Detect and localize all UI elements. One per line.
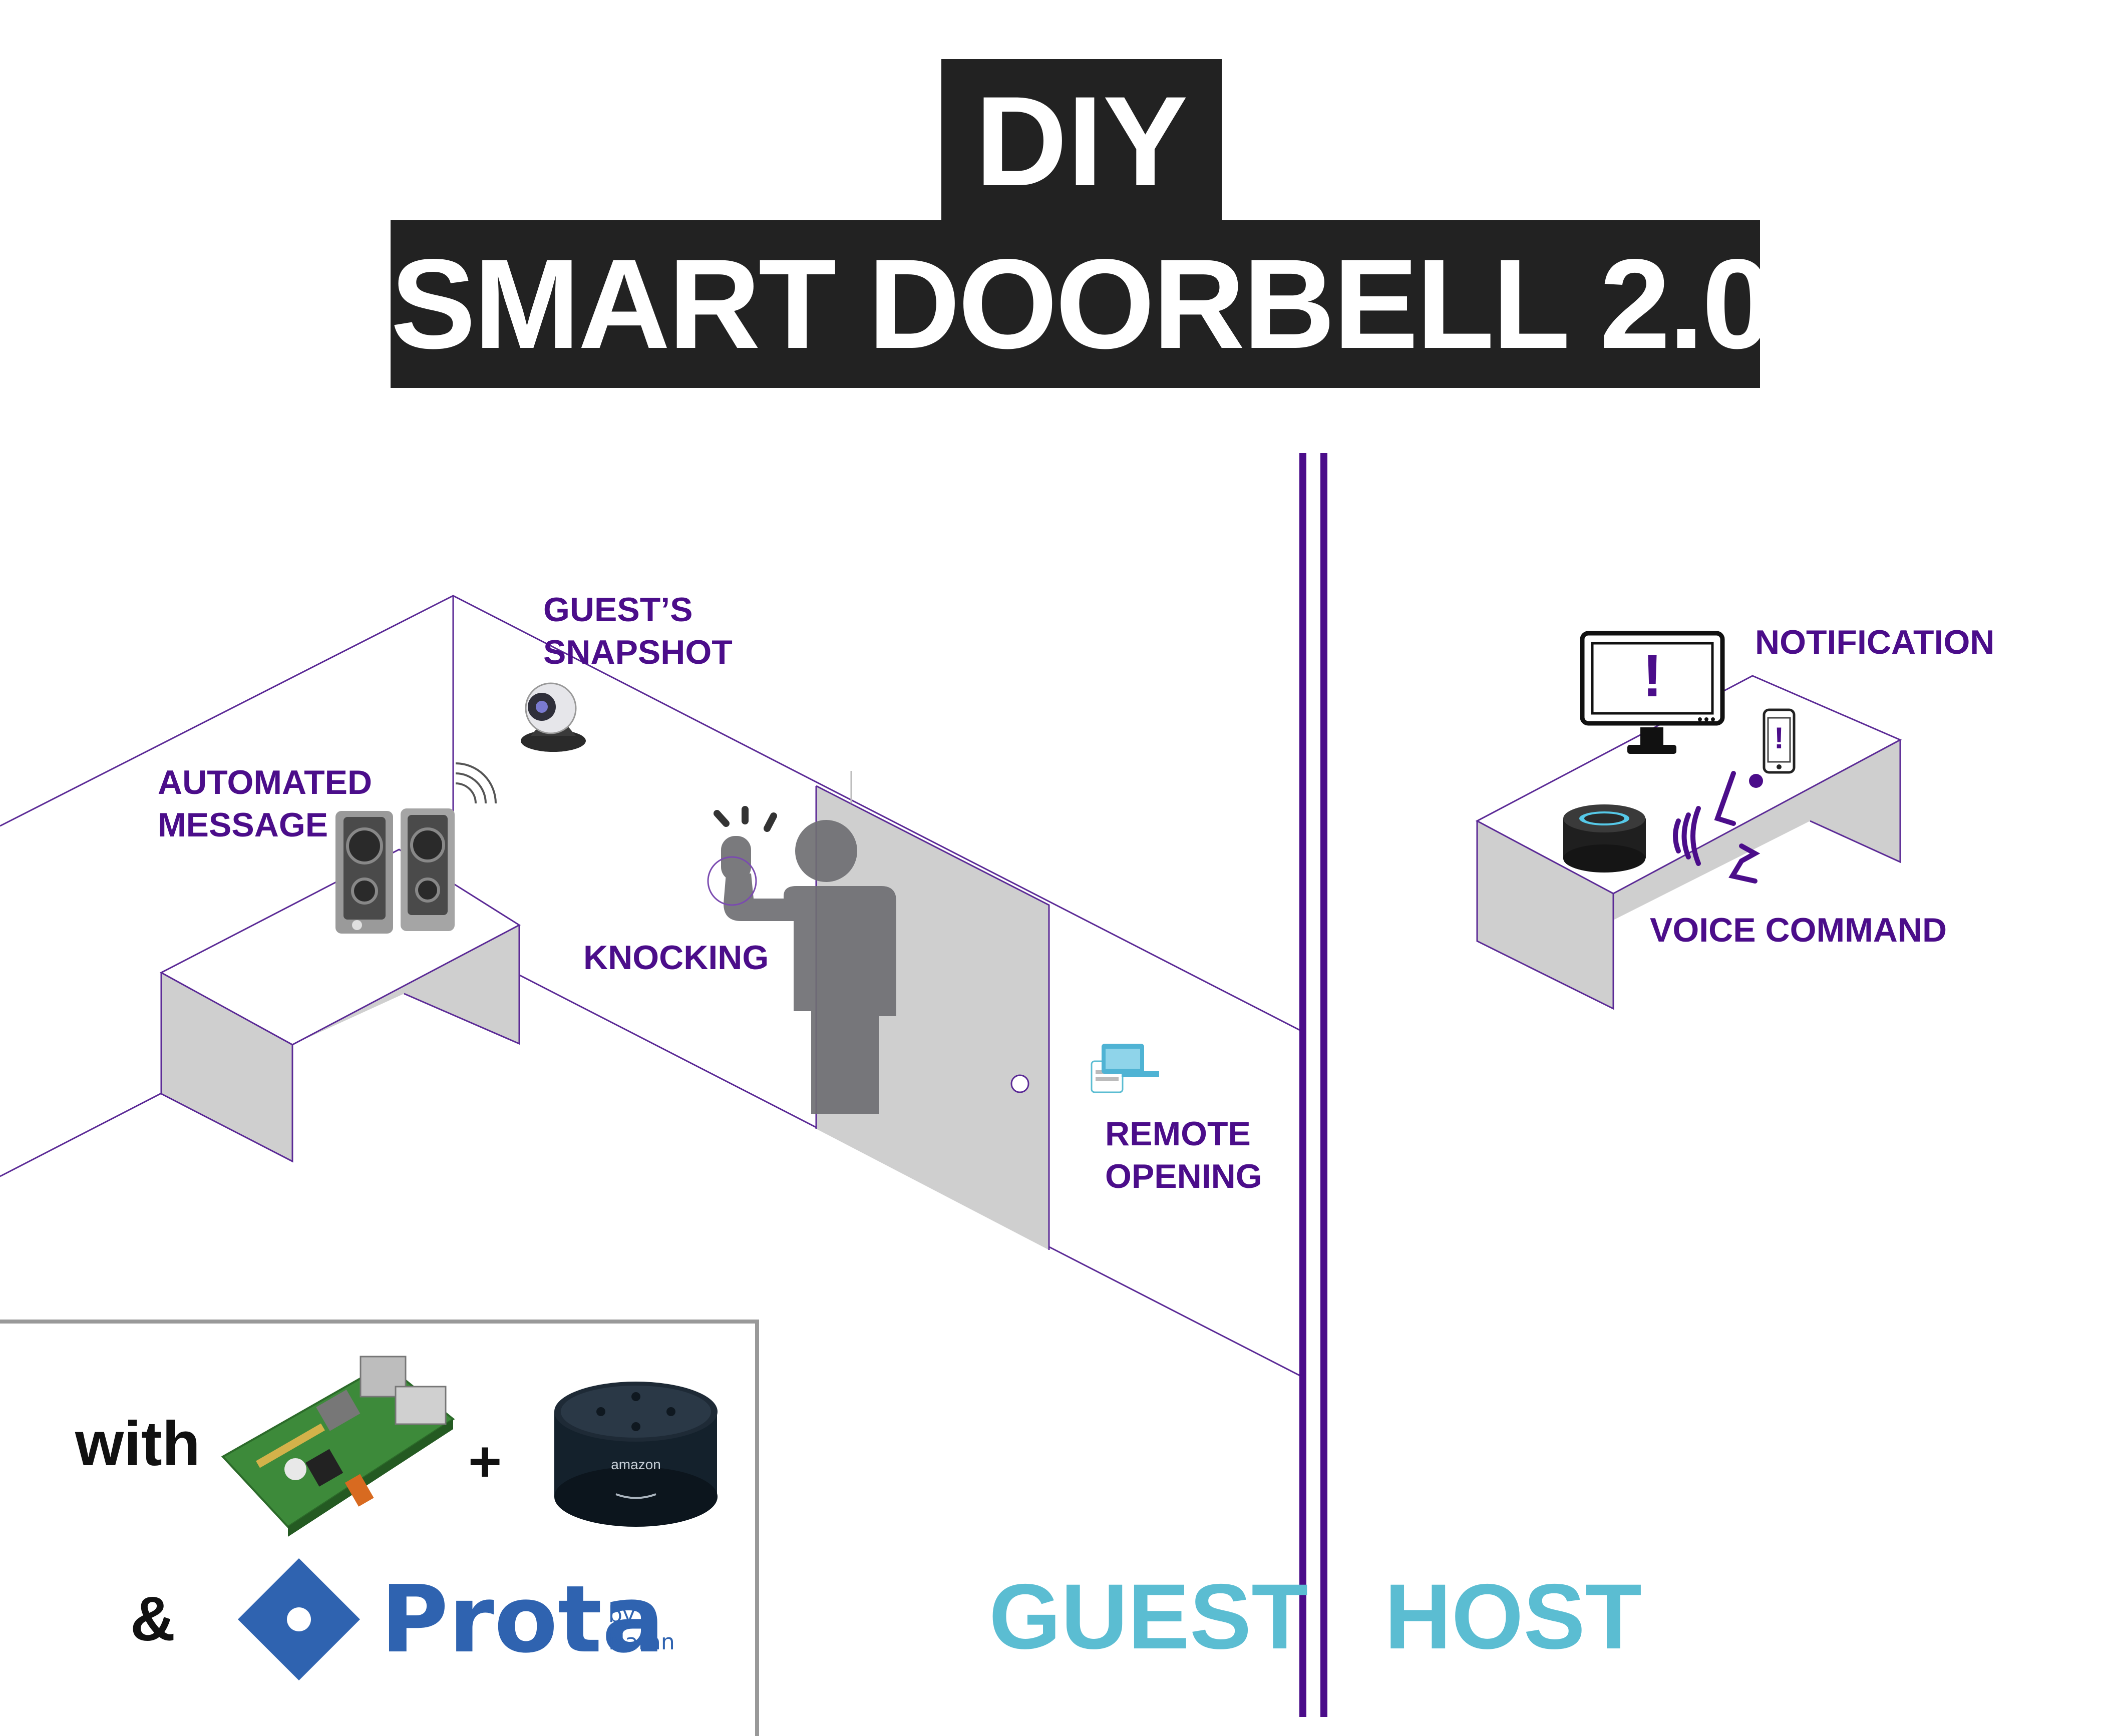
label-remote-opening-line2: OPENING xyxy=(1105,1157,1262,1195)
section-guest: GUEST xyxy=(989,1565,1308,1668)
raspberry-pi-icon xyxy=(221,1356,455,1537)
label-guests-snapshot-line1: GUEST’S xyxy=(543,591,693,629)
host-desk xyxy=(1475,675,1902,1010)
label-voice-command: VOICE COMMAND xyxy=(1650,911,1947,949)
voice-dot-icon xyxy=(1749,774,1763,788)
prota-naran: Naran xyxy=(608,1629,675,1655)
echo-dot-icon xyxy=(1563,804,1646,873)
prota-wordmark: Prota xyxy=(381,1565,665,1673)
footer-plus: + xyxy=(468,1430,502,1494)
echo-dot-product-icon xyxy=(554,1382,718,1527)
phone-icon xyxy=(1763,708,1796,774)
prota-by: by xyxy=(608,1602,635,1627)
echo-brand-text: amazon xyxy=(611,1457,661,1472)
webcam-icon xyxy=(521,682,586,752)
label-automated-message-line1: AUTOMATED xyxy=(158,763,373,801)
phone-alert-mark: ! xyxy=(1774,721,1784,755)
footer-ampersand: & xyxy=(130,1584,176,1654)
prota-logo-icon xyxy=(238,1558,360,1680)
label-notification: NOTIFICATION xyxy=(1755,623,1995,661)
label-guests-snapshot-line2: SNAPSHOT xyxy=(543,633,733,671)
monitor-icon xyxy=(1580,631,1725,754)
page-title: SMART DOORBELL 2.0 xyxy=(391,220,1773,388)
speaker-icon xyxy=(335,808,455,934)
footer-with: with xyxy=(75,1409,200,1479)
signal-icon xyxy=(455,762,497,804)
label-automated-message-line2: MESSAGE xyxy=(158,806,328,844)
section-host: HOST xyxy=(1384,1565,1642,1668)
footer-box xyxy=(0,1320,759,1736)
person-knocking-icon xyxy=(721,820,896,1114)
voice-icon xyxy=(1673,771,1761,884)
label-remote-opening-line1: REMOTE xyxy=(1105,1115,1251,1153)
monitor-alert-mark: ! xyxy=(1642,642,1662,709)
guest-host-divider xyxy=(1299,453,1327,1717)
label-knocking: KNOCKING xyxy=(583,939,769,977)
title-diy: DIY xyxy=(941,59,1222,224)
remote-app-icon xyxy=(1091,1044,1159,1093)
doorbell-button-icon xyxy=(707,856,757,906)
knock-marks-icon xyxy=(714,806,777,832)
